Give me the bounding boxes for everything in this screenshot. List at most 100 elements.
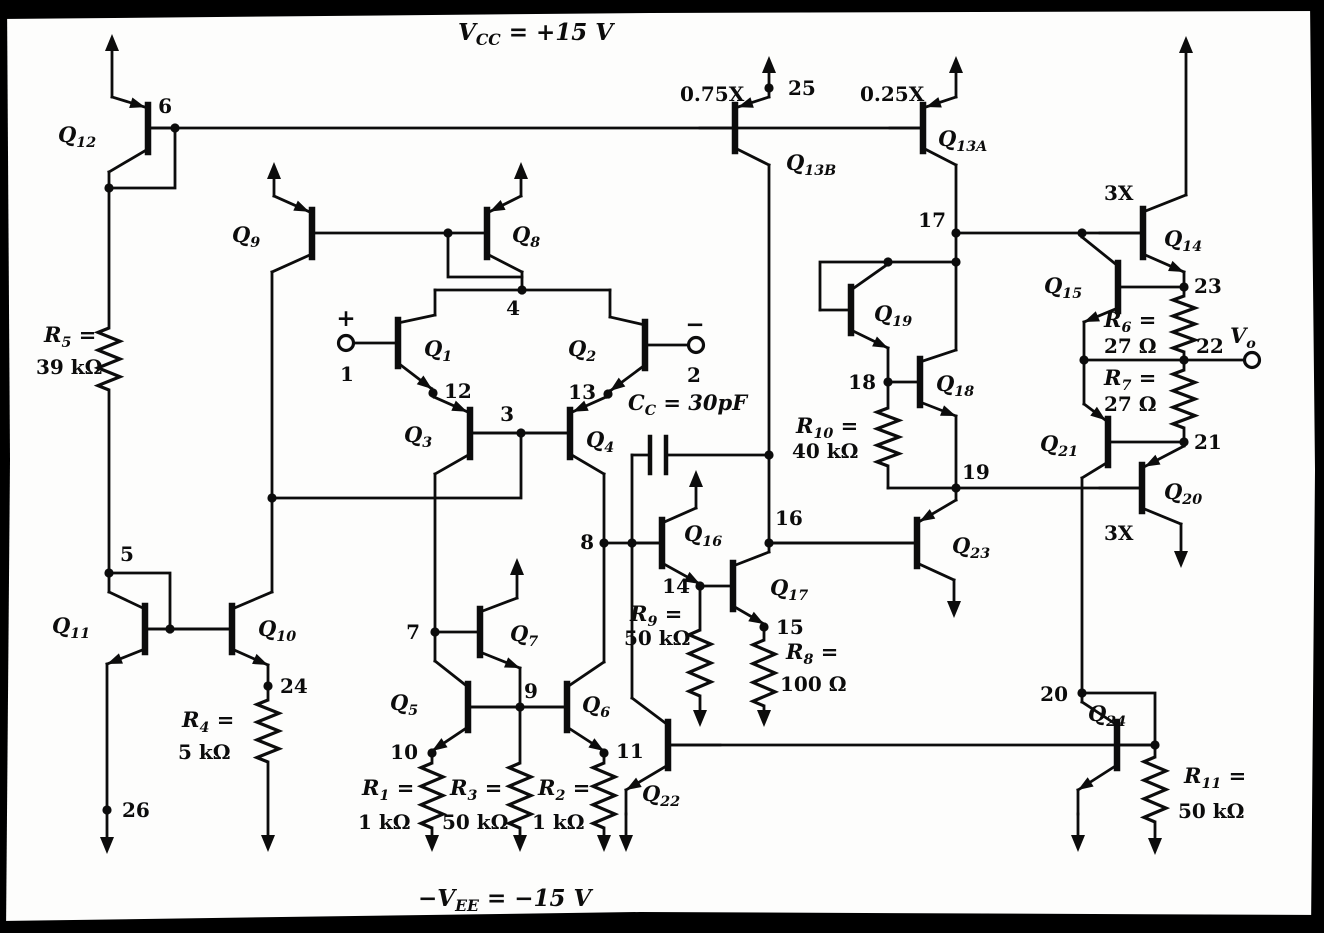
transistor-q14-emitter-arrow-icon — [1168, 260, 1184, 272]
label-r4_name: R4 = — [181, 707, 234, 736]
label-n24: 24 — [280, 674, 308, 698]
wire — [818, 260, 958, 312]
label-r9_name: R9 = — [629, 601, 682, 630]
vcc-arrow-icon — [105, 34, 119, 51]
vee-arrow-icon — [425, 835, 439, 852]
label-q13b: Q13B — [786, 150, 836, 179]
transistor-q18-emitter-arrow-icon — [940, 405, 956, 416]
transistor-q12-emitter-arrow-icon — [129, 97, 146, 108]
transistor-q8-emitter-arrow-icon — [489, 200, 506, 212]
transistor-q16-emitter-arrow-icon — [684, 571, 700, 584]
transistor-q13b-emitter-arrow-icon — [737, 97, 754, 108]
label-q21: Q21 — [1040, 431, 1078, 460]
label-n25: 25 — [788, 76, 816, 100]
junction-dot — [883, 257, 893, 267]
label-vee: −VEE = −15 V — [418, 885, 594, 915]
junction-dot — [165, 624, 175, 634]
label-x3_q20: 3X — [1104, 521, 1134, 545]
transistor-q21-emitter-arrow-icon — [1090, 406, 1106, 421]
label-x075: 0.75X — [680, 82, 745, 106]
label-q11: Q11 — [52, 613, 90, 642]
junction-dot — [951, 257, 961, 267]
label-n1: 1 — [340, 362, 354, 386]
vcc-arrow-icon — [514, 162, 528, 179]
transistor-q9-emitter-arrow-icon — [293, 200, 310, 212]
junction-dot — [1179, 355, 1189, 365]
label-r7_name: R7 = — [1103, 365, 1156, 394]
junction-dot — [443, 228, 453, 238]
transistor-q13a-collector — [921, 146, 958, 167]
label-q18: Q18 — [936, 371, 974, 400]
junction-dot — [104, 568, 114, 578]
vee-arrow-icon — [1071, 835, 1085, 852]
transistor-q8-collector — [485, 252, 524, 274]
resistor-r11-symbol — [1139, 755, 1171, 824]
label-n16: 16 — [775, 506, 803, 530]
resistor-r4-symbol — [252, 698, 284, 764]
vee-arrow-icon — [619, 835, 633, 852]
junction-dot — [1179, 282, 1189, 292]
resistor-r7-symbol — [1168, 368, 1200, 430]
transistor-q10-collector — [230, 590, 274, 611]
label-q10: Q10 — [258, 616, 296, 645]
label-q4: Q4 — [586, 427, 614, 456]
junction-dot — [603, 389, 613, 399]
resistor-r1-symbol — [416, 761, 448, 830]
transistor-q12-collector — [107, 147, 150, 174]
junction-dot — [1079, 355, 1089, 365]
label-q23: Q23 — [952, 533, 990, 562]
vee-arrow-icon — [1174, 551, 1188, 568]
junction-dot — [764, 450, 774, 460]
label-r3_name: R3 = — [449, 775, 502, 804]
transistor-q23-emitter-arrow-icon — [919, 509, 936, 522]
transistor-q22-emitter-arrow-icon — [626, 777, 642, 790]
scan-border — [1310, 0, 1324, 933]
vcc-arrow-icon — [689, 470, 703, 487]
junction-dot — [951, 228, 961, 238]
label-q13a: Q13A — [938, 126, 987, 155]
vee-arrow-icon — [261, 835, 275, 852]
resistor-r8-symbol — [748, 638, 780, 708]
label-vcc: VCC = +15 V — [458, 19, 615, 49]
input-minus-terminal — [686, 335, 706, 355]
label-n10: 10 — [390, 740, 418, 764]
label-q22: Q22 — [642, 781, 680, 810]
label-q12: Q12 — [58, 122, 96, 151]
label-q19: Q19 — [874, 301, 912, 330]
transistor-q1-emitter-arrow-icon — [416, 375, 432, 389]
label-r6_val: 27 Ω — [1104, 334, 1157, 358]
label-r6_name: R6 = — [1103, 307, 1156, 336]
label-r10_name: R10 = — [795, 413, 858, 442]
label-r11_name: R11 = — [1183, 763, 1246, 792]
transistor-q18-collector — [918, 348, 958, 364]
label-r8_name: R8 = — [785, 639, 838, 668]
transistor-q11-emitter-arrow-icon — [107, 653, 123, 664]
label-n20: 20 — [1040, 682, 1068, 706]
label-r5_val: 39 kΩ — [36, 355, 102, 379]
transistor-q2-collector — [608, 315, 647, 327]
wire — [270, 431, 523, 500]
label-n13: 13 — [568, 380, 596, 404]
vee-arrow-icon — [100, 837, 114, 854]
transistor-q23-collector — [915, 561, 956, 582]
label-n4: 4 — [506, 296, 520, 320]
junction-dot — [883, 377, 893, 387]
transistor-q16-collector — [660, 506, 698, 525]
resistor-r9-symbol — [684, 628, 716, 698]
junction-dot — [599, 748, 609, 758]
transistor-q9-collector — [270, 252, 314, 274]
wire — [446, 231, 524, 279]
vcc-arrow-icon — [949, 56, 963, 73]
transistor-q22-collector — [630, 696, 670, 727]
junction-dot — [951, 483, 961, 493]
junction-dot — [627, 538, 637, 548]
label-n6: 6 — [158, 94, 172, 118]
transistor-q19-collector — [849, 262, 890, 292]
transistor-q10-emitter-arrow-icon — [252, 653, 268, 665]
junction-dot — [1077, 228, 1087, 238]
label-r3_val: 50 kΩ — [442, 810, 508, 834]
label-q9: Q9 — [232, 222, 260, 251]
vcc-arrow-icon — [510, 558, 524, 575]
